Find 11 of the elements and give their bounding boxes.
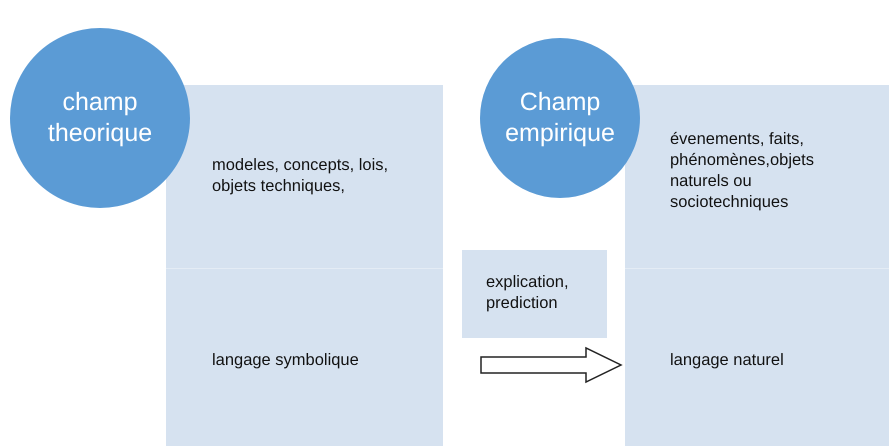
panel-text: langage naturel [670,350,785,371]
text-panel [166,85,443,446]
circle-title: Champ empirique [504,87,616,149]
panel-text: évenements, faits, phénomènes,objets naturels ou sociotechniques [670,129,816,213]
circle-title: champ theorique [46,87,154,149]
panel-text: modeles, concepts, lois, objets techniques, [212,155,390,197]
panel-text: langage symbolique [212,350,360,371]
panel-text: explication, prediction [486,272,570,314]
text-panel [625,85,889,446]
text-panel [462,250,607,338]
block-arrow [480,346,623,384]
